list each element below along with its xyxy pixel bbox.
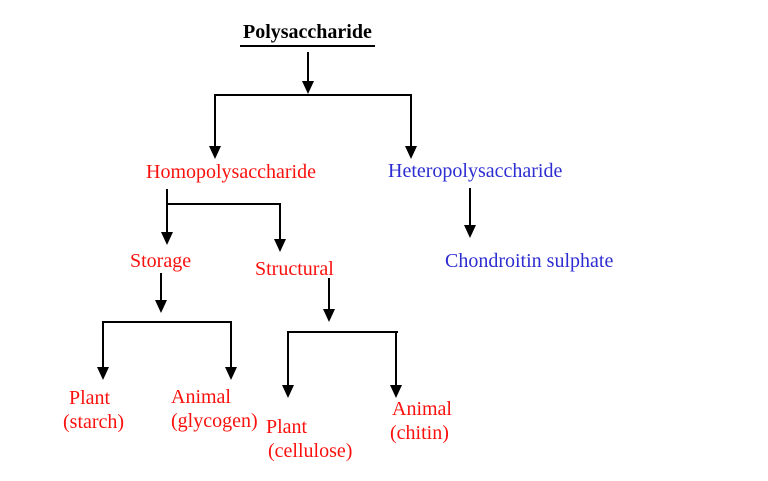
arrowhead-icon — [274, 239, 286, 252]
connector-line — [160, 273, 162, 300]
node-homopolysaccharide: Homopolysaccharide — [146, 161, 316, 183]
node-storage: Storage — [130, 250, 192, 272]
node-heteropolysaccharide: Heteropolysaccharide — [388, 160, 563, 182]
arrowhead-icon — [405, 146, 417, 159]
arrowhead-icon — [390, 385, 402, 398]
connector-line — [102, 321, 232, 323]
arrowhead-icon — [225, 367, 237, 380]
connector-line — [469, 188, 471, 225]
connector-line — [279, 205, 281, 239]
connector-line — [166, 203, 281, 205]
connector-line — [230, 323, 232, 367]
connector-line — [328, 278, 330, 309]
arrowhead-icon — [161, 232, 173, 245]
node-animal-chitin: Animal (chitin) — [390, 397, 452, 445]
connector-line — [395, 333, 397, 385]
node-label-line: (chitin) — [390, 422, 449, 444]
arrowhead-icon — [323, 309, 335, 322]
node-chondroitin-sulphate: Chondroitin sulphate — [445, 250, 614, 272]
connector-line — [102, 323, 104, 367]
connector-line — [214, 94, 412, 96]
arrowhead-icon — [464, 225, 476, 238]
arrowhead-icon — [97, 367, 109, 380]
arrowhead-icon — [209, 146, 221, 159]
node-animal-glycogen: Animal (glycogen) — [171, 385, 258, 433]
node-plant-cellulose: Plant (cellulose) — [266, 415, 352, 463]
connector-line — [287, 331, 398, 333]
connector-line — [214, 96, 216, 146]
node-label-line: (glycogen) — [171, 410, 258, 432]
connector-line — [287, 333, 289, 385]
arrowhead-icon — [282, 385, 294, 398]
node-label-line: (cellulose) — [268, 440, 353, 462]
arrowhead-icon — [155, 300, 167, 313]
diagram-title: Polysaccharide — [240, 20, 375, 47]
node-label-line: Plant — [266, 416, 308, 438]
connector-line — [307, 52, 309, 82]
node-label-line: (starch) — [63, 411, 125, 433]
connector-line — [410, 96, 412, 146]
node-label-line: Plant — [69, 387, 111, 409]
node-plant-starch: Plant (starch) — [63, 386, 124, 434]
connector-line — [166, 189, 168, 233]
node-label-line: Animal — [171, 386, 231, 408]
node-structural: Structural — [255, 258, 334, 280]
node-label-line: Animal — [392, 398, 452, 420]
arrowhead-icon — [302, 81, 314, 94]
